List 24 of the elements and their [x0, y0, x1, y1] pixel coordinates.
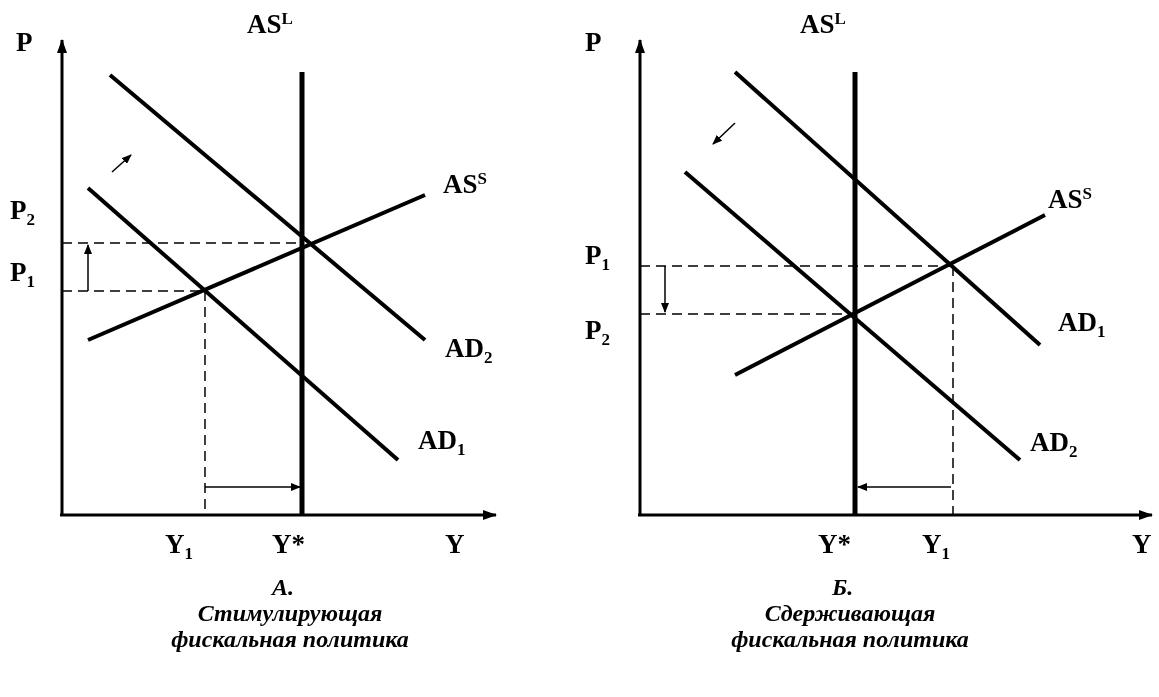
curve-label: AD$_{1}$: [418, 426, 466, 460]
axis-label: Y: [1132, 530, 1152, 560]
panel-label: А.: [272, 574, 294, 601]
caption: Сдерживающая фискальная политика: [730, 600, 970, 653]
price-label: P$_{2}$: [10, 196, 35, 230]
price-label: P$_{1}$: [585, 241, 610, 275]
curve-label: AS$^{S}$: [1048, 185, 1092, 215]
price-label: P$_{2}$: [585, 316, 610, 350]
output-label: Y*: [818, 530, 851, 560]
curve-label: AD$_{2}$: [445, 334, 493, 368]
output-label: Y$_{1}$: [922, 530, 950, 564]
curve-label: AD$_{2}$: [1030, 428, 1078, 462]
output-label: Y*: [272, 530, 305, 560]
output-label: Y$_{1}$: [165, 530, 193, 564]
axis-label: P: [585, 28, 602, 58]
curve-label: AS$^{L}$: [800, 10, 846, 40]
curve-label: AS$^{S}$: [443, 170, 487, 200]
curve-label: AS$^{L}$: [247, 10, 293, 40]
panel-label: Б.: [832, 574, 854, 601]
curve-label: AD$_{1}$: [1058, 308, 1106, 342]
axis-label: P: [16, 28, 33, 58]
caption: Стимулирующая фискальная политика: [170, 600, 410, 653]
price-label: P$_{1}$: [10, 258, 35, 292]
axis-label: Y: [445, 530, 465, 560]
